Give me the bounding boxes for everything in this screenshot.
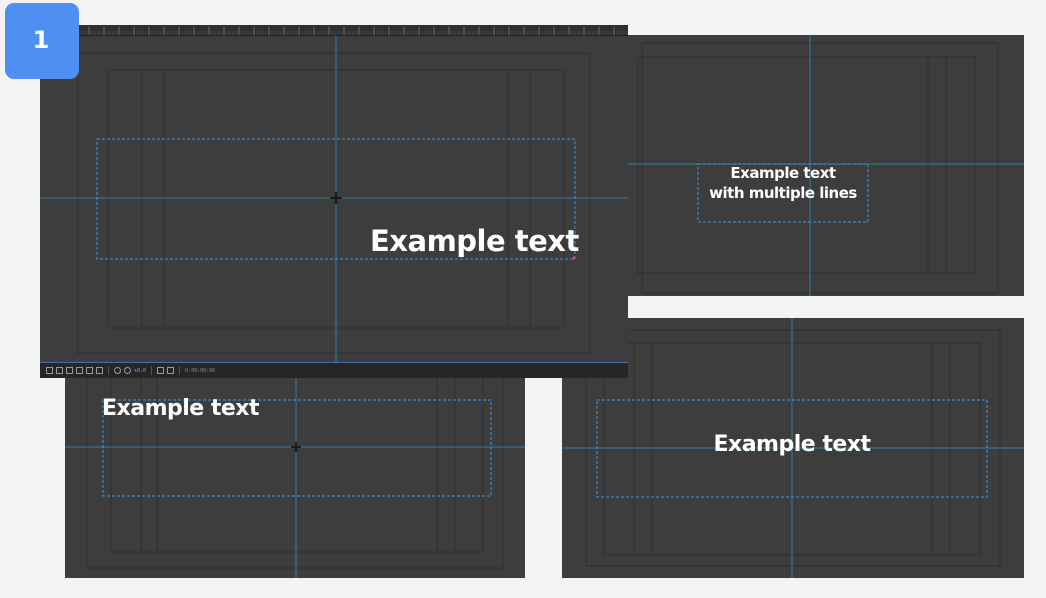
toolbar-divider: [179, 366, 181, 375]
preview-panel-multiline: Example text with multiple lines: [622, 35, 1024, 296]
snapshot-icon[interactable]: [167, 367, 175, 374]
safe-area-guides: [65, 368, 525, 578]
safe-area-guides: [622, 35, 1024, 296]
toolbar-divider: [108, 366, 109, 375]
exposure-value[interactable]: +0.0: [134, 367, 147, 374]
ruler-ticks: [43, 27, 627, 35]
editor-canvas[interactable]: Example text: [40, 36, 628, 362]
preview-panel-top-left: Example text: [65, 368, 525, 578]
editor-toolbar: +0.0 0:00:00:00: [40, 362, 628, 378]
color-picker-icon[interactable]: [114, 367, 121, 374]
example-text-bottom-right[interactable]: Example text: [370, 224, 579, 258]
main-editor-window: Example text +0.0 0:00:00:00: [40, 25, 628, 378]
safe-area-guides: [40, 36, 628, 362]
toolbar-divider: [151, 366, 153, 375]
grid-icon[interactable]: [46, 367, 53, 374]
example-text-top-left[interactable]: Example text: [102, 396, 260, 421]
step-badge: 1: [5, 3, 79, 79]
timecode-display[interactable]: 0:00:00:00: [185, 367, 216, 374]
image-icon[interactable]: [56, 367, 63, 374]
preview-panel-centered: Example text: [562, 318, 1024, 578]
safe-zone-icon[interactable]: [96, 367, 103, 374]
settings-icon[interactable]: [124, 367, 131, 374]
timeline-ruler[interactable]: [40, 25, 628, 36]
mask-icon[interactable]: [76, 367, 83, 374]
example-text-centered[interactable]: Example text: [713, 432, 871, 457]
safe-area-guides: [562, 318, 1024, 578]
camera-icon[interactable]: [157, 367, 165, 374]
region-icon[interactable]: [86, 367, 93, 374]
example-text-multiline[interactable]: Example text with multiple lines: [709, 164, 857, 202]
frame-icon[interactable]: [66, 367, 73, 374]
